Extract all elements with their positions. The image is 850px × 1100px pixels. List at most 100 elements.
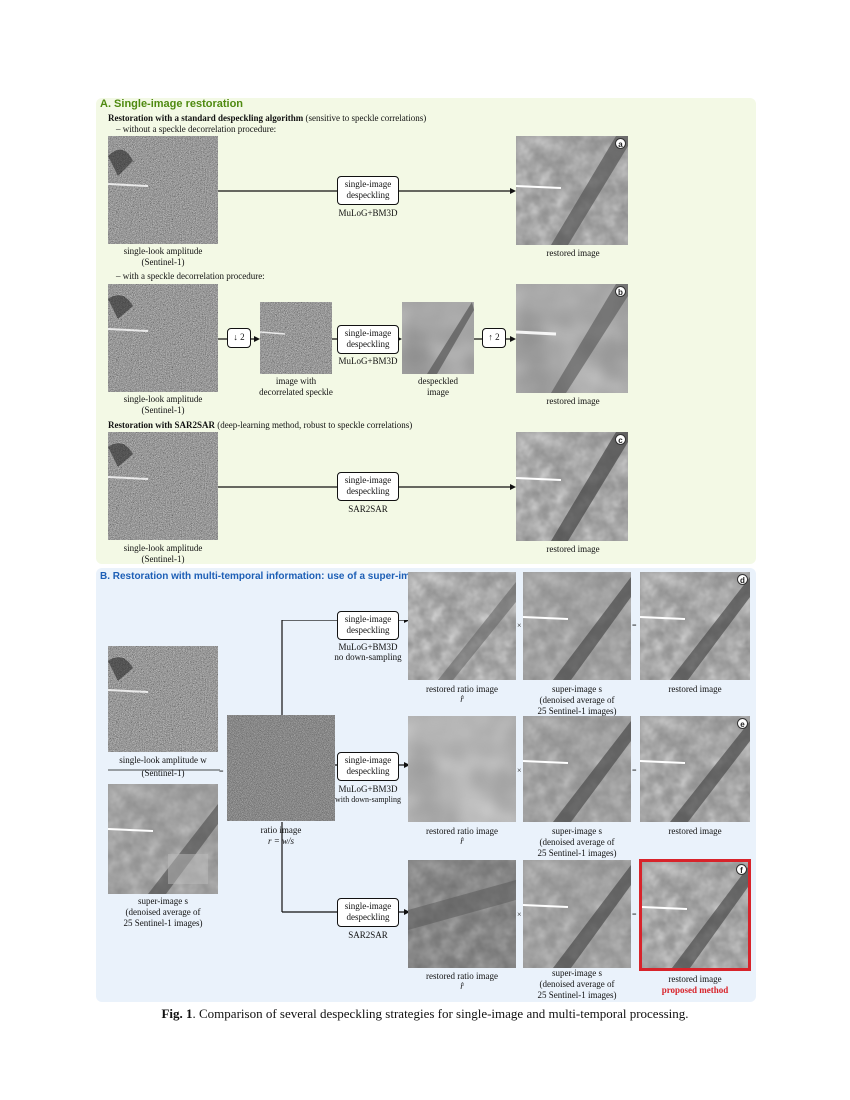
r-hat-e: r̂ [460,836,464,846]
upsample-box: ↑ 2 [482,328,506,348]
super-image-denoised: (denoised average of [125,907,201,917]
despeckled-label-1: despeckled [418,376,458,386]
badge-c: c [615,434,626,445]
times-e: × [517,766,522,775]
decorr-label-1: image with [275,376,317,386]
badge-f: f [736,864,747,875]
despeckled-image [402,302,474,374]
ratio-restored-d [408,572,516,680]
restored-image-f [642,862,748,968]
super-image-count: 25 Sentinel-1 images) [123,918,203,928]
ratio-restored-label-f: restored ratio image [426,971,498,981]
r-hat-f: r̂ [460,981,464,991]
badge-a: a [615,138,626,149]
method-label-b: MuLoG+BM3D [338,356,398,366]
equals-f: = [632,910,637,919]
super-denoised-f: (denoised average of [539,979,615,989]
method-label-f: SAR2SAR [348,930,388,940]
method-label-a: MuLoG+BM3D [338,208,398,218]
restored-label-e: restored image [668,826,722,836]
ratio-formula: r = w/s [267,836,295,846]
standard-heading-rest: (sensitive to speckle correlations) [305,113,427,123]
equals-d: = [632,621,637,630]
ratio-restored-label-d: restored ratio image [426,684,498,694]
restored-image-c [516,432,628,541]
restored-label-d: restored image [668,684,722,694]
badge-b: b [615,286,626,297]
despeckled-label-2: image [427,387,449,397]
standard-heading: Restoration with a standard despeckling … [108,113,426,124]
standard-heading-bold: Restoration with a standard despeckling … [108,113,304,123]
single-look-w-label: single-look amplitude w [119,755,207,765]
super-image-d [523,572,631,680]
figure-number: Fig. 1 [161,1006,193,1021]
ratio-restored-e [408,716,516,822]
method-label-c: SAR2SAR [348,504,388,514]
super-label-f: super-image s [551,968,603,978]
section-a-title: A. Single-image restoration [100,98,244,110]
ratio-restored-f [408,860,516,968]
single-look-label-c: single-look amplitude [123,543,203,553]
sentinel-label-w: (Sentinel-1) [141,768,185,778]
proposed-highlight-frame [639,859,751,971]
super-denoised-e: (denoised average of [539,837,615,847]
decorrelated-image [260,302,332,374]
single-look-image-c [108,432,218,540]
figure-caption: Fig. 1. Comparison of several despecklin… [0,1006,850,1022]
single-look-image-a [108,136,218,244]
single-look-label-a: single-look amplitude [123,246,203,256]
single-look-label-b: single-look amplitude [123,394,203,404]
method-label-e: MuLoG+BM3D [338,784,398,794]
sentinel-label-b: (Sentinel-1) [141,405,185,415]
sar2sar-heading: Restoration with SAR2SAR (deep-learning … [108,420,412,431]
with-downsampling-label: with down-sampling [335,795,401,804]
times-f: × [517,910,522,919]
restored-label-f: restored image [668,974,722,984]
no-downsampling-label: no down-sampling [334,652,402,662]
super-image-f [523,860,631,968]
super-count-d: 25 Sentinel-1 images) [537,706,617,716]
super-label-d: super-image s [551,684,603,694]
super-image-input [108,784,218,894]
sar2sar-heading-rest: (deep-learning method, robust to speckle… [217,420,413,430]
ratio-restored-label-e: restored ratio image [426,826,498,836]
section-b-title: B. Restoration with multi-temporal infor… [100,571,428,582]
restored-image-a [516,136,628,245]
super-count-e: 25 Sentinel-1 images) [537,848,617,858]
caption-text: . Comparison of several despeckling stra… [192,1006,689,1021]
sentinel-label-a: (Sentinel-1) [141,257,185,267]
super-count-f: 25 Sentinel-1 images) [537,990,617,1000]
badge-e: e [737,718,748,729]
single-look-w-image [108,646,218,752]
ratio-image [227,715,335,821]
without-decorr-label: – without a speckle decorrelation proced… [116,124,277,134]
times-d: × [517,621,522,630]
badge-d: d [737,574,748,585]
r-hat-d: r̂ [460,694,464,704]
decorr-label-2: decorrelated speckle [259,387,333,397]
equals-input: = [219,767,224,776]
super-denoised-d: (denoised average of [539,695,615,705]
restored-label-a: restored image [546,248,600,258]
downsample-box: ↓ 2 [227,328,251,348]
method-label-d: MuLoG+BM3D [338,642,398,652]
super-label-e: super-image s [551,826,603,836]
proposed-method-label: proposed method [661,985,729,995]
sar2sar-heading-bold: Restoration with SAR2SAR [108,420,216,430]
super-image-label: super-image s [137,896,189,906]
super-image-e [523,716,631,822]
sentinel-label-c: (Sentinel-1) [141,554,185,564]
restored-image-d [640,572,750,680]
single-look-image-b [108,284,218,392]
equals-e: = [632,766,637,775]
ratio-image-label: ratio image [260,825,302,835]
fraction-line [108,769,220,771]
restored-image-b [516,284,628,393]
restored-image-e [640,716,750,822]
